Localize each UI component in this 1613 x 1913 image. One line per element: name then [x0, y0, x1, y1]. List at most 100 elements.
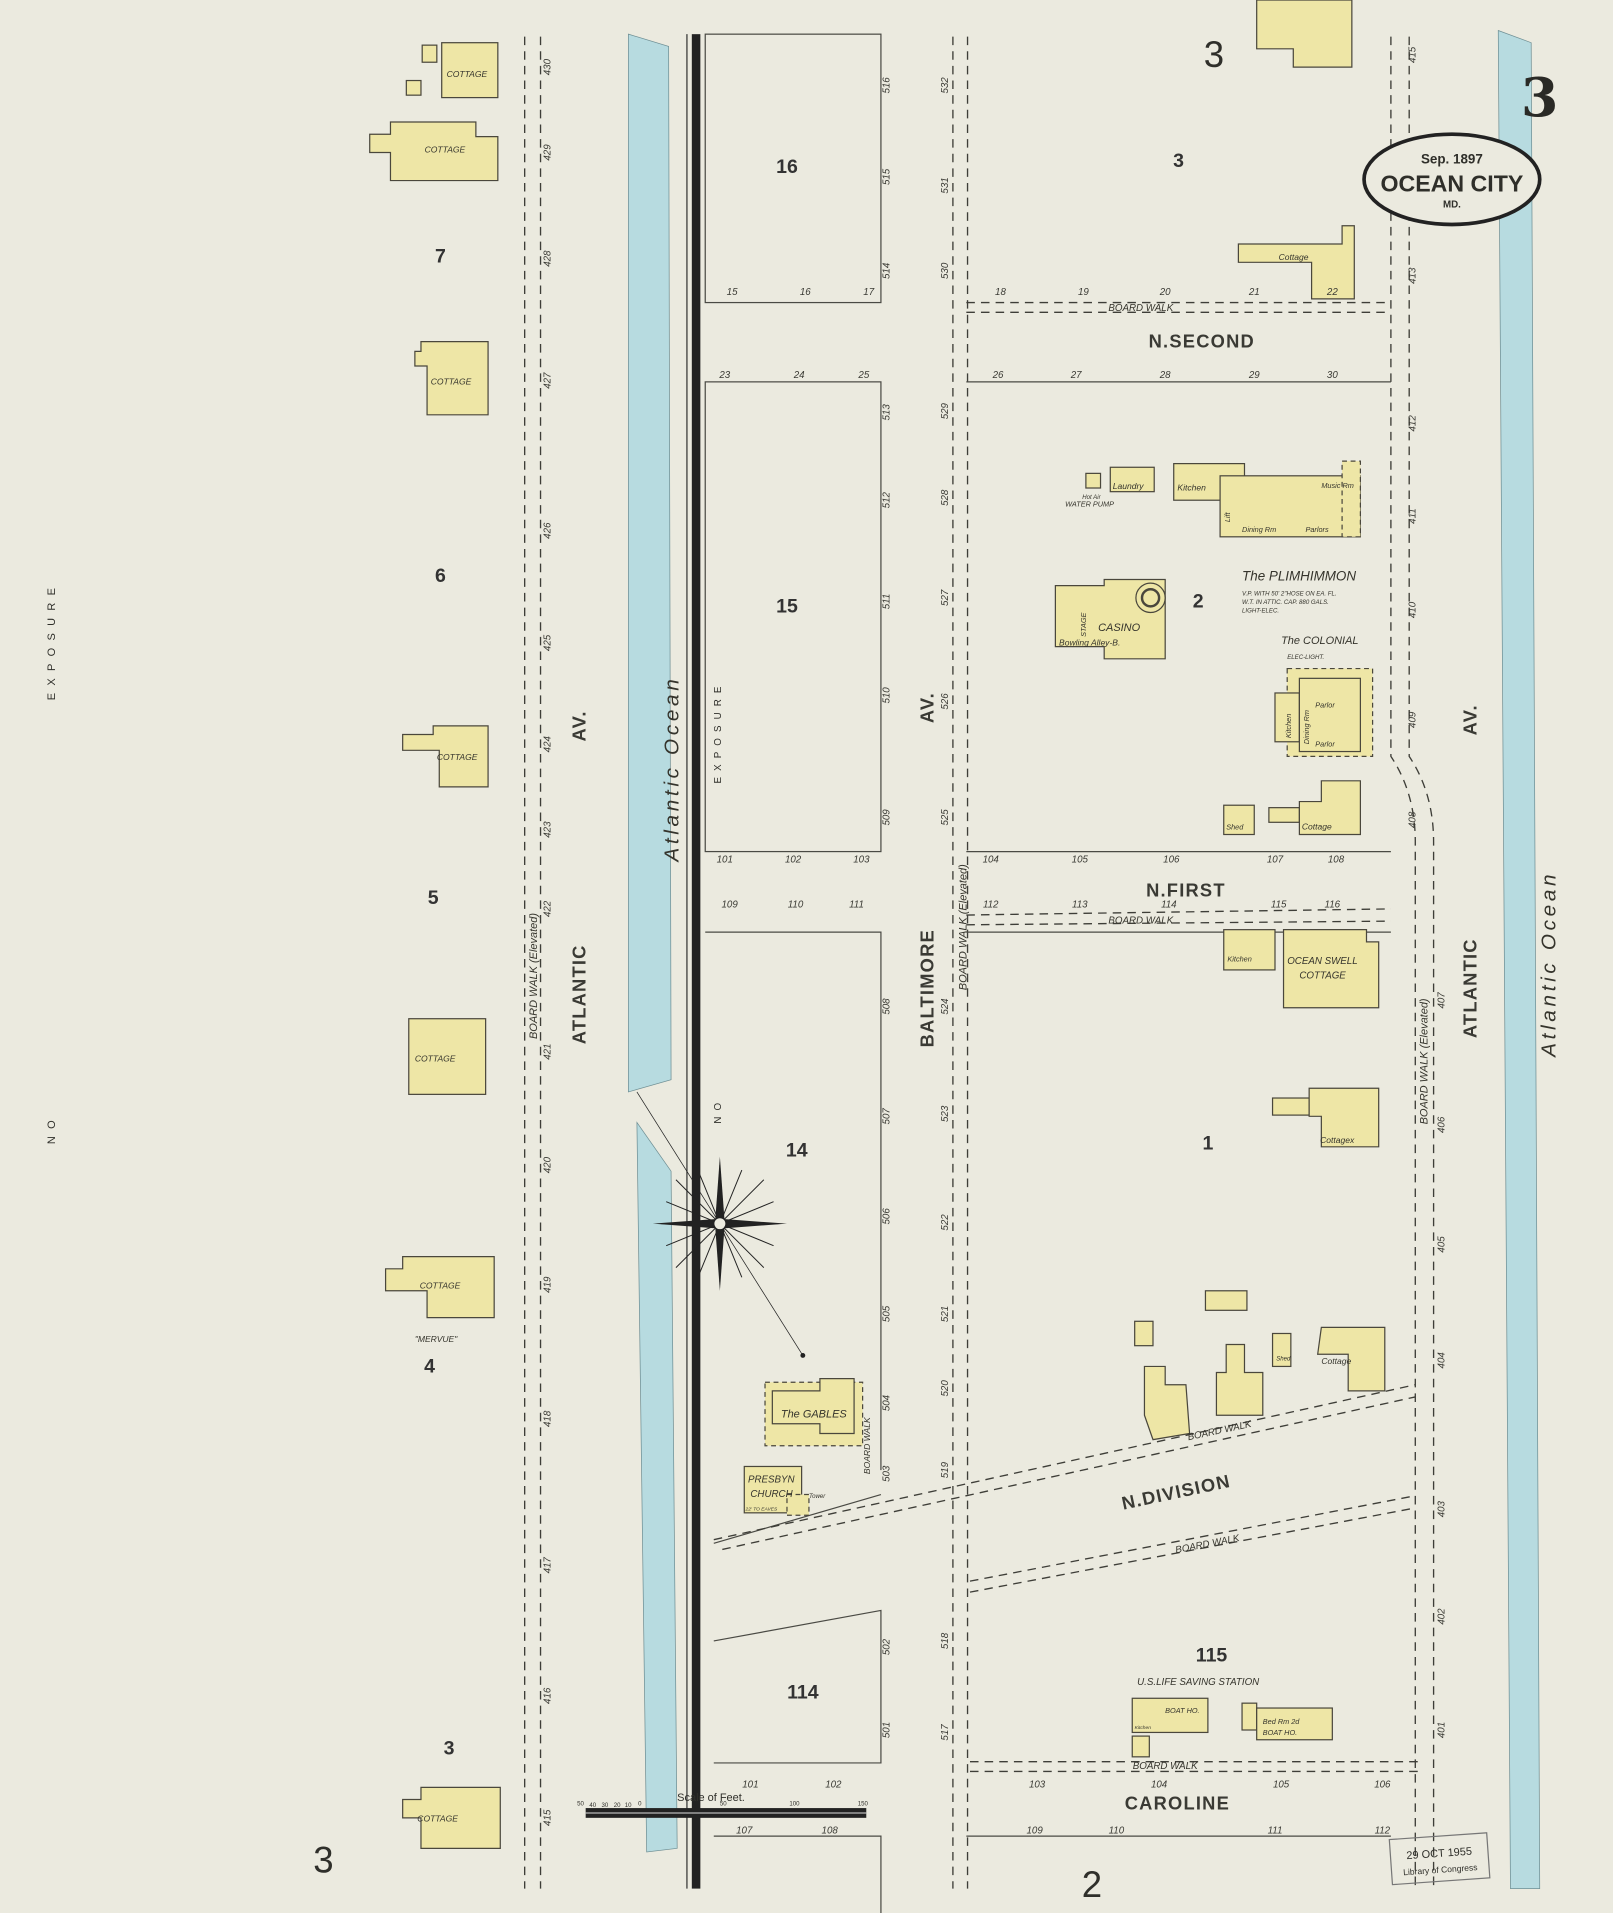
lot-number: 104 [1151, 1779, 1168, 1790]
svg-text:COTTAGE: COTTAGE [447, 69, 488, 79]
svg-text:BOARD WALK: BOARD WALK [1133, 1761, 1198, 1772]
house-number: 508 [881, 998, 892, 1015]
house-number: 521 [940, 1306, 951, 1322]
house-number: 426 [542, 522, 553, 539]
house-number: 516 [881, 77, 892, 94]
lot-number: 108 [822, 1826, 839, 1837]
svg-text:30: 30 [602, 1802, 609, 1809]
house-number: 509 [881, 809, 892, 826]
svg-text:15: 15 [776, 595, 798, 617]
svg-text:BOARD WALK: BOARD WALK [862, 1417, 872, 1474]
lot-number: 107 [736, 1826, 753, 1837]
compass-rose [636, 1091, 806, 1358]
lot-number: 23 [718, 370, 730, 381]
svg-text:Kitchen: Kitchen [1227, 954, 1251, 963]
svg-text:STAGE: STAGE [1079, 612, 1088, 636]
svg-text:NO: NO [713, 1097, 724, 1124]
svg-text:CHURCH: CHURCH [750, 1489, 793, 1500]
svg-text:Library of Congress: Library of Congress [1403, 1862, 1478, 1877]
house-number: 424 [542, 736, 553, 753]
house-number: 506 [881, 1208, 892, 1225]
gables-church-lifesaving [743, 1378, 1333, 1758]
svg-text:ELEC-LIGHT.: ELEC-LIGHT. [1287, 654, 1324, 661]
block-14 [705, 931, 882, 1471]
svg-text:Sep. 1897: Sep. 1897 [1421, 151, 1483, 166]
street-baltimore: BALTIMORE [916, 929, 937, 1047]
sheet-number: 3 [1521, 66, 1558, 129]
lot-number: 22 [1326, 287, 1338, 298]
svg-text:14: 14 [786, 1140, 808, 1162]
lot-number: 114 [1161, 900, 1177, 911]
lot-number: 27 [1070, 370, 1082, 381]
house-number: 518 [940, 1632, 951, 1649]
svg-text:Kitchen: Kitchen [1135, 1725, 1152, 1731]
lot-number: 111 [1268, 1826, 1283, 1837]
lot-number: 30 [1327, 370, 1338, 381]
svg-text:3: 3 [444, 1737, 455, 1759]
svg-text:LIGHT-ELEC.: LIGHT-ELEC. [1242, 607, 1279, 614]
lot-number: 21 [1248, 287, 1260, 298]
street-n-division: N.DIVISION [1120, 1470, 1233, 1514]
house-and-lot-numbers: 4304294284274264254244234224214204194184… [542, 46, 1447, 1837]
lot-number: 101 [742, 1779, 758, 1790]
svg-text:4: 4 [424, 1356, 435, 1378]
svg-text:2: 2 [1193, 591, 1204, 613]
lot-number: 110 [1109, 1826, 1125, 1837]
svg-text:50: 50 [720, 1801, 727, 1808]
svg-text:Cottage: Cottage [1321, 1356, 1351, 1366]
n-first-walk-2 [966, 920, 1391, 926]
svg-text:BOARD WALK (Elevated): BOARD WALK (Elevated) [528, 913, 540, 1039]
house-number: 412 [1407, 415, 1418, 432]
adjoining-sheet-top: 3 [1204, 34, 1224, 75]
svg-text:40: 40 [589, 1802, 596, 1809]
svg-text:Shed: Shed [1276, 1355, 1291, 1362]
svg-text:Bowling Alley-B.: Bowling Alley-B. [1059, 637, 1120, 647]
house-number: 511 [881, 594, 892, 610]
lot-number: 16 [800, 287, 811, 298]
svg-text:W.T. IN ATTIC. CAP. 880 GALS.: W.T. IN ATTIC. CAP. 880 GALS. [1242, 599, 1329, 606]
svg-text:OCEAN SWELL: OCEAN SWELL [1287, 956, 1357, 967]
svg-text:Bed Rm 2d: Bed Rm 2d [1263, 1717, 1301, 1726]
lot-number: 108 [1328, 855, 1345, 866]
shoreline-heavy-line [691, 34, 701, 1889]
house-number: 526 [940, 693, 951, 710]
house-number: 427 [542, 372, 553, 389]
svg-text:114: 114 [787, 1681, 819, 1703]
house-number: 420 [542, 1156, 553, 1173]
house-number: 503 [881, 1465, 892, 1482]
svg-text:The GABLES: The GABLES [781, 1409, 848, 1421]
lot-number: 103 [1029, 1779, 1046, 1790]
house-number: 517 [940, 1724, 951, 1741]
svg-text:10: 10 [625, 1802, 632, 1809]
svg-text:Music Rm: Music Rm [1321, 481, 1354, 490]
block-15 [704, 381, 882, 853]
lot-number: 104 [983, 855, 1000, 866]
svg-text:PRESBYN: PRESBYN [748, 1474, 796, 1485]
svg-text:NO: NO [46, 1113, 58, 1144]
svg-text:V.P. WITH 50' 2"HOSE ON EA. FL: V.P. WITH 50' 2"HOSE ON EA. FL. [1242, 590, 1337, 597]
lot-number: 105 [1273, 1779, 1290, 1790]
house-number: 410 [1407, 601, 1418, 618]
svg-text:The COLONIAL: The COLONIAL [1281, 635, 1358, 647]
svg-text:COTTAGE: COTTAGE [425, 145, 466, 155]
svg-text:BOARD WALK (Elevated): BOARD WALK (Elevated) [957, 864, 969, 990]
adjoining-sheet-bottom-left: 3 [313, 1840, 333, 1881]
house-number: 418 [542, 1410, 553, 1427]
lot-number: 116 [1325, 900, 1341, 911]
lot-number: 20 [1159, 287, 1171, 298]
svg-text:7: 7 [435, 245, 446, 267]
svg-text:BOAT HO.: BOAT HO. [1165, 1706, 1199, 1715]
house-number: 525 [940, 809, 951, 826]
svg-text:BOARD WALK: BOARD WALK [1187, 1419, 1253, 1443]
street-caroline: CAROLINE [1125, 1792, 1230, 1813]
no-exposure-left: EXPOSURE [46, 581, 58, 701]
lot-number: 113 [1072, 900, 1088, 911]
house-number: 505 [881, 1305, 892, 1322]
house-number: 530 [940, 262, 951, 279]
house-number: 504 [881, 1394, 892, 1411]
n-division-walk-upper-2 [722, 1396, 1416, 1551]
svg-text:OCEAN CITY: OCEAN CITY [1380, 171, 1523, 197]
